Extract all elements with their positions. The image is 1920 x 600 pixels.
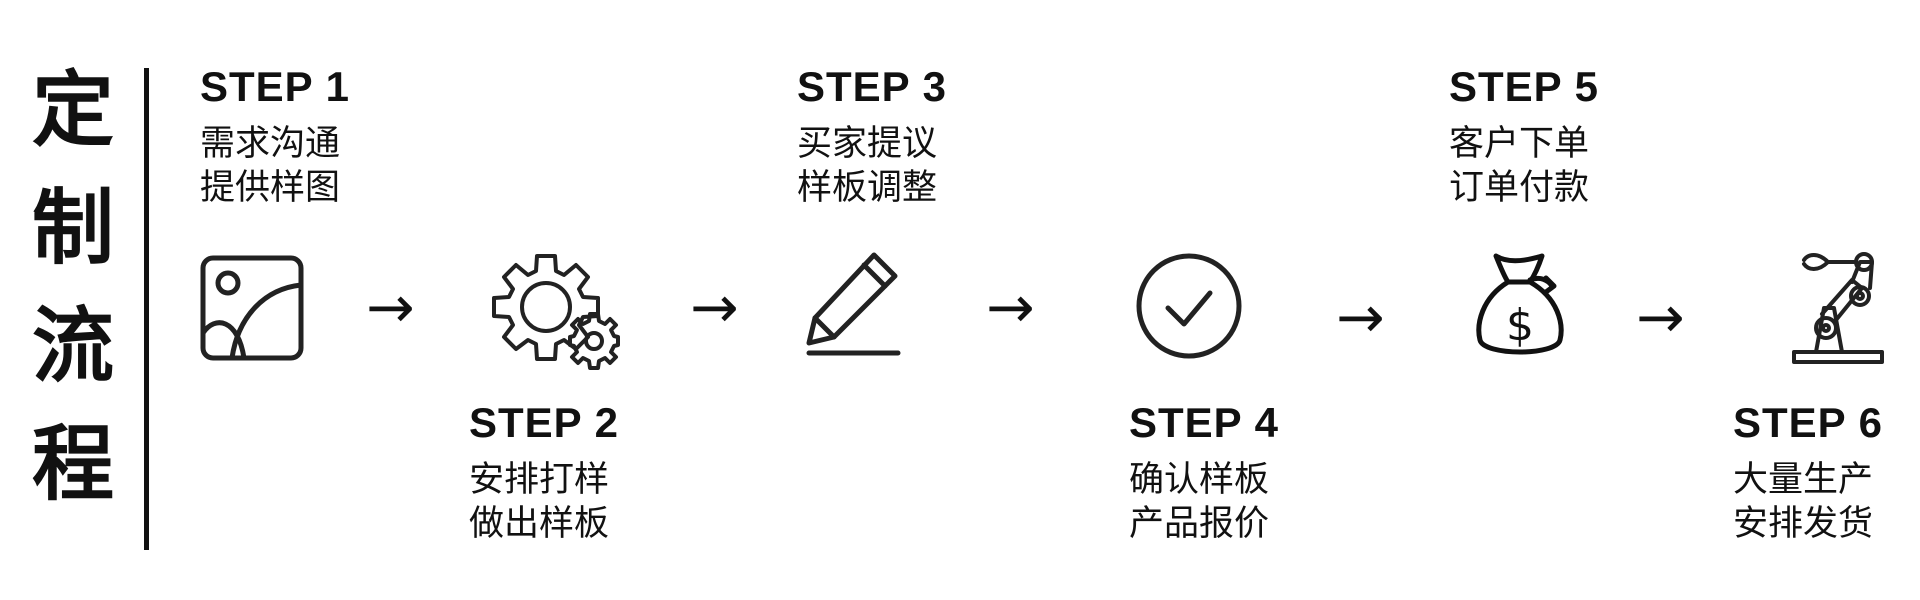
title-divider — [144, 68, 149, 550]
arrow-icon: → — [690, 273, 739, 341]
step-description-line: 买家提议 — [797, 124, 938, 164]
step-5-text: STEP 5 客户下单 订单付款 — [1449, 66, 1599, 210]
step-label: STEP 2 — [469, 399, 619, 446]
title-char: 程 — [31, 417, 114, 512]
step-description-line: 提供样图 — [200, 168, 341, 208]
step-description-line: 大量生产 — [1733, 460, 1874, 500]
pencil-icon — [806, 250, 906, 356]
step-label: STEP 6 — [1733, 399, 1883, 446]
check-circle-icon — [1136, 253, 1242, 359]
step-label: STEP 5 — [1449, 63, 1599, 110]
title-char: 定 — [31, 63, 114, 158]
step-1-text: STEP 1 需求沟通 提供样图 — [200, 66, 350, 210]
step-label: STEP 3 — [797, 63, 947, 110]
gears-icon — [488, 250, 624, 370]
title-char: 流 — [31, 299, 114, 394]
title-char: 制 — [31, 181, 114, 276]
step-description-line: 需求沟通 — [200, 124, 341, 164]
step-description-line: 订单付款 — [1449, 168, 1590, 208]
arrow-icon: → — [986, 273, 1035, 341]
step-6-text: STEP 6 大量生产 安排发货 — [1733, 402, 1883, 546]
money-bag-icon: $ — [1474, 252, 1566, 362]
step-description-line: 做出样板 — [469, 504, 610, 544]
step-description-line: 确认样板 — [1129, 460, 1270, 500]
arrow-icon: → — [366, 273, 415, 341]
step-4-text: STEP 4 确认样板 产品报价 — [1129, 402, 1279, 546]
image-icon — [200, 255, 304, 361]
step-label: STEP 1 — [200, 63, 350, 110]
svg-text:$: $ — [1506, 300, 1534, 351]
robot-arm-icon — [1790, 248, 1886, 366]
process-title: 定 制 流 程 — [28, 70, 118, 542]
step-label: STEP 4 — [1129, 399, 1279, 446]
arrow-icon: → — [1636, 283, 1685, 351]
step-description-line: 安排打样 — [469, 460, 610, 500]
step-description-line: 产品报价 — [1129, 504, 1270, 544]
step-2-text: STEP 2 安排打样 做出样板 — [469, 402, 619, 546]
step-description-line: 客户下单 — [1449, 124, 1590, 164]
step-description-line: 样板调整 — [797, 168, 938, 208]
arrow-icon: → — [1336, 283, 1385, 351]
step-description-line: 安排发货 — [1733, 504, 1874, 544]
step-3-text: STEP 3 买家提议 样板调整 — [797, 66, 947, 210]
